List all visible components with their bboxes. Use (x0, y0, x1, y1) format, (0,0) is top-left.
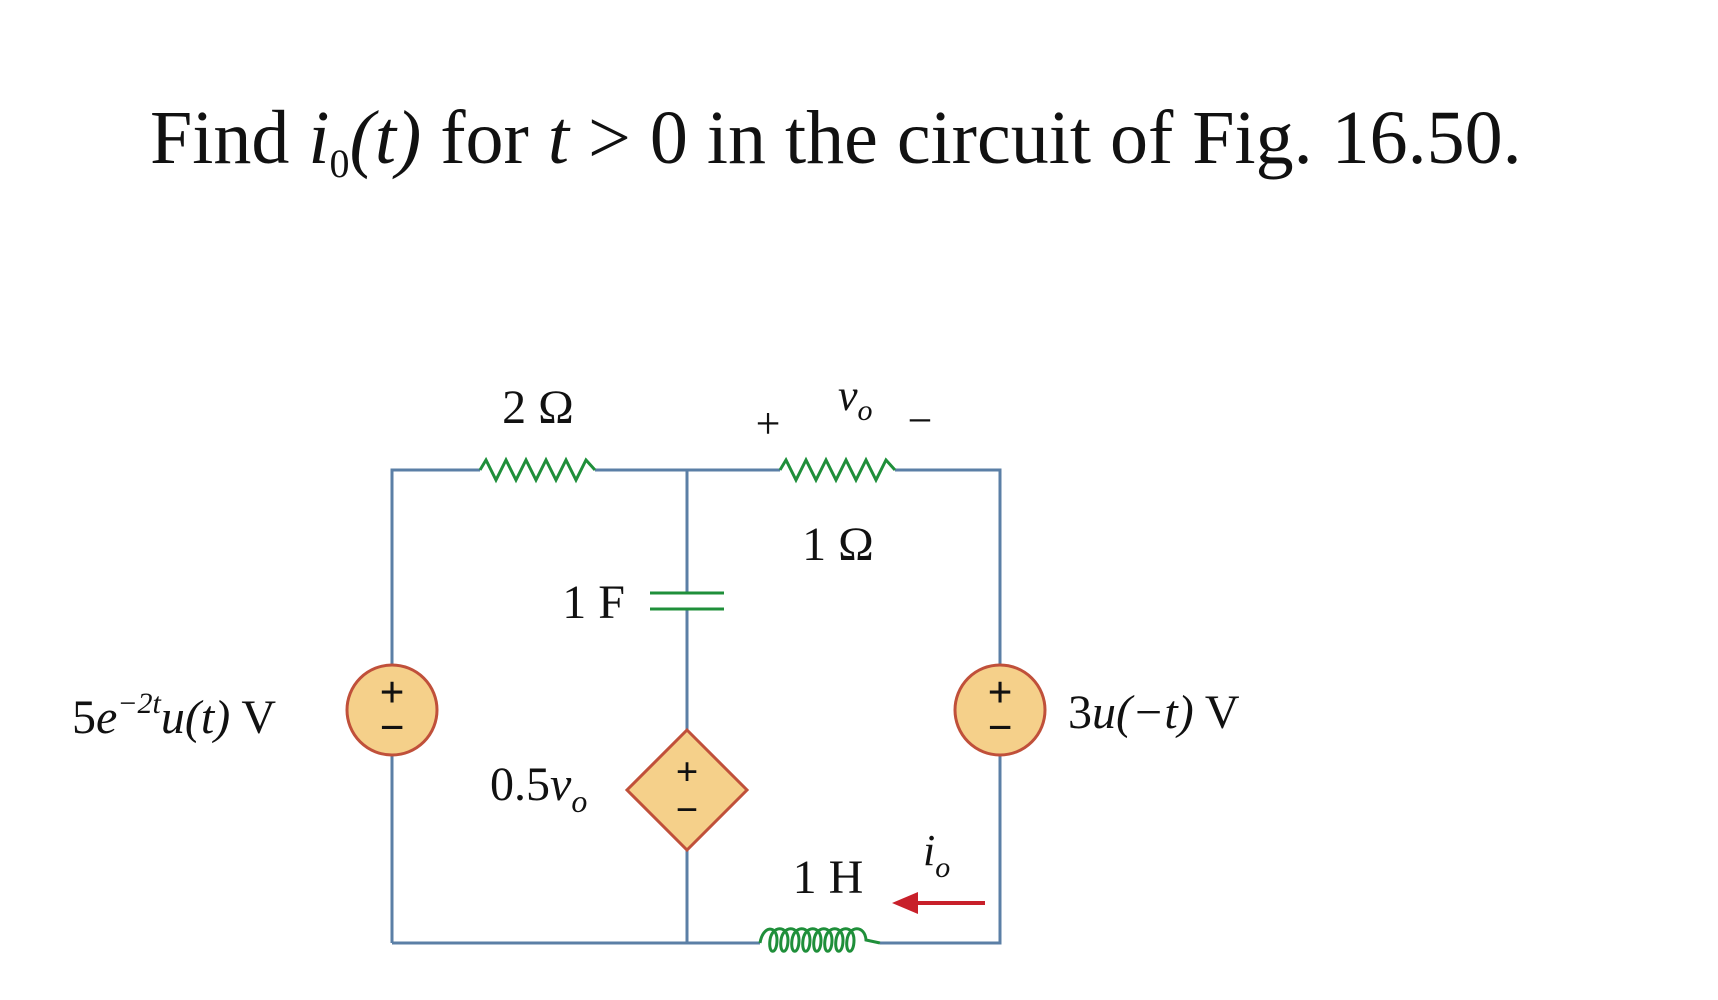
dependent-source-plus: + (676, 749, 699, 794)
resistor-1ohm (778, 456, 897, 484)
problem-prefix: Find (150, 96, 309, 180)
dependent-source-minus: − (676, 787, 699, 832)
current-io-subscript: o (935, 851, 950, 884)
resistor-1ohm-label: 1 Ω (802, 518, 874, 571)
resistor-2ohm (478, 456, 597, 484)
wire-left-top (390, 468, 480, 475)
right-source-unit: V (1194, 686, 1240, 739)
vo-minus-sign: − (908, 396, 933, 445)
problem-current-symbol: i (308, 96, 330, 180)
right-source-minus: − (987, 703, 1012, 752)
left-source-base: e (96, 691, 117, 744)
problem-time-symbol: t (547, 96, 569, 180)
wire-bottom-right (880, 755, 1002, 945)
vo-label: vo (838, 371, 873, 427)
vo-symbol: v (838, 371, 858, 420)
dependent-source-label: 0.5vo (490, 758, 587, 819)
dependent-source-subscript: o (571, 783, 587, 819)
problem-current-subscript: 0 (329, 141, 350, 186)
right-voltage-source: + − (953, 663, 1047, 757)
vo-plus-sign: + (756, 399, 781, 448)
problem-current-arg: (t) (349, 96, 422, 180)
wire-top-right (895, 468, 1002, 665)
inductor-1H (758, 927, 881, 953)
right-source-label: 3u(−t) V (1068, 686, 1240, 739)
left-source-label: 5e−2tu(t) V (72, 687, 276, 744)
right-source-plus: + (987, 668, 1012, 717)
capacitor-label: 1 F (562, 576, 625, 629)
left-source-func: u(t) (161, 691, 230, 744)
problem-middle: for (421, 96, 548, 180)
vo-subscript: o (858, 394, 873, 427)
resistor-2ohm-label: 2 Ω (502, 381, 574, 434)
left-source-minus: − (379, 703, 404, 752)
left-source-unit: V (230, 691, 276, 744)
left-voltage-source: + − (345, 663, 439, 757)
left-source-exponent: −2t (117, 687, 161, 720)
problem-statement: Find i0(t) for t > 0 in the circuit of F… (150, 100, 1522, 184)
right-source-coef: 3 (1068, 686, 1092, 739)
dependent-source-coef: 0.5 (490, 758, 550, 811)
left-source-coef: 5 (72, 691, 96, 744)
inductor-label: 1 H (793, 851, 864, 904)
right-source-func: u(−t) (1092, 686, 1194, 739)
current-io-arrow (892, 892, 985, 914)
problem-suffix: > 0 in the circuit of Fig. 16.50. (569, 96, 1522, 180)
circuit-wires (390, 468, 1002, 945)
dependent-voltage-source: + − (624, 727, 750, 853)
capacitor-1F (650, 591, 724, 611)
left-source-plus: + (379, 668, 404, 717)
current-io-label: io (923, 826, 950, 884)
current-io-symbol: i (923, 826, 935, 875)
dependent-source-symbol: v (550, 758, 572, 811)
